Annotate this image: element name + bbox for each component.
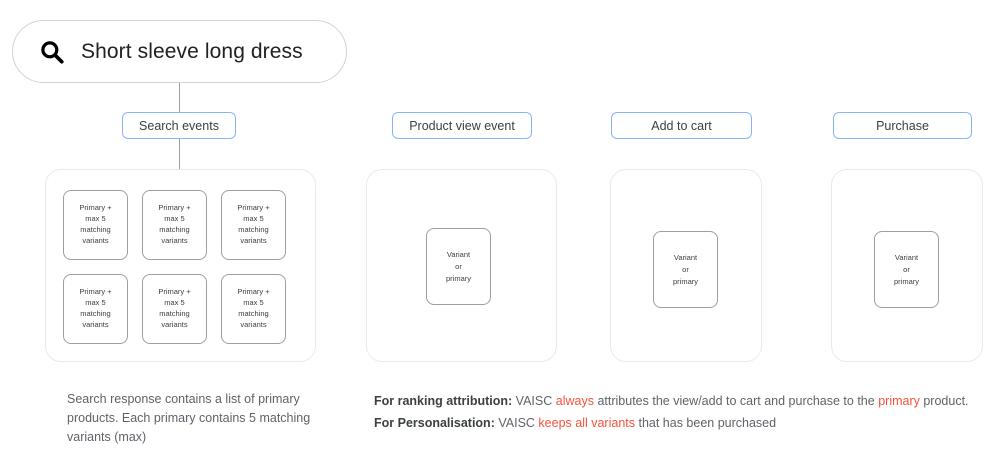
primary-variant-card-line2: max 5	[243, 214, 264, 224]
primary-variant-card-line3: matching	[80, 309, 111, 318]
primary-variant-card[interactable]: Primary + max 5 matching variants	[142, 190, 207, 260]
primary-variant-card-line1: Primary +	[79, 203, 112, 213]
pill-add-to-cart[interactable]: Add to cart	[611, 112, 752, 139]
pill-product-view-event-label: Product view event	[409, 118, 515, 133]
note-ranking-highlight1: always	[555, 394, 594, 408]
note-personalisation-highlight1: keeps all variants	[538, 415, 635, 430]
variant-or-primary-card[interactable]: Variant or primary	[874, 231, 939, 308]
primary-variant-card-line1: Primary +	[237, 287, 270, 297]
primary-variant-card-line2: max 5	[243, 298, 264, 308]
primary-variant-card-line3: matching	[159, 309, 190, 318]
primary-variant-card-line2: max 5	[164, 298, 185, 308]
primary-variant-card-line3: matching	[159, 225, 190, 234]
primary-variant-card-line3: matching	[238, 225, 269, 234]
variant-or-primary-line1: Variant	[673, 252, 698, 262]
panel-search-events: Primary + max 5 matching variants Primar…	[45, 169, 316, 362]
primary-variant-card-line2: max 5	[85, 214, 106, 224]
primary-variant-card-line1: Primary +	[158, 287, 191, 297]
pill-purchase-label: Purchase	[876, 118, 929, 133]
note-personalisation-part1: VAISC	[498, 415, 535, 430]
panel-product-view-event	[366, 169, 557, 362]
pill-purchase[interactable]: Purchase	[833, 112, 972, 139]
connector-line-search-to-pill	[179, 83, 180, 112]
search-query-text: Short sleeve long dress	[81, 39, 303, 63]
primary-variant-card-line4: variants	[82, 319, 109, 329]
primary-variant-card-line4: variants	[240, 235, 267, 245]
note-ranking-part1: VAISC	[515, 394, 553, 408]
primary-variant-card[interactable]: Primary + max 5 matching variants	[142, 274, 207, 344]
search-icon	[41, 40, 64, 64]
primary-variant-card[interactable]: Primary + max 5 matching variants	[63, 274, 128, 344]
primary-variant-card-line4: variants	[240, 319, 267, 329]
primary-variant-card-line2: max 5	[164, 214, 185, 224]
note-ranking-label: For ranking attribution:	[374, 394, 513, 408]
search-bar[interactable]: Short sleeve long dress	[12, 20, 347, 83]
pill-add-to-cart-label: Add to cart	[651, 118, 712, 133]
pill-product-view-event[interactable]: Product view event	[392, 112, 532, 139]
primary-variant-card[interactable]: Primary + max 5 matching variants	[63, 190, 128, 260]
primary-variant-card-line2: max 5	[85, 298, 106, 308]
connector-line-pill-to-panel	[179, 139, 180, 169]
variant-or-primary-line1: Variant	[894, 252, 919, 262]
note-ranking-highlight2: primary	[878, 394, 920, 408]
note-ranking-attribution: For ranking attribution: VAISC always at…	[374, 391, 989, 413]
primary-variant-grid: Primary + max 5 matching variants Primar…	[63, 190, 286, 344]
primary-variant-card-line1: Primary +	[237, 203, 270, 213]
primary-variant-card-line1: Primary +	[79, 287, 112, 297]
note-personalisation-part2: that has been purchased	[638, 415, 777, 430]
variant-or-primary-card[interactable]: Variant or primary	[653, 231, 718, 308]
primary-variant-card-line3: matching	[238, 309, 269, 318]
primary-variant-card-line1: Primary +	[158, 203, 191, 213]
variant-or-primary-line3: primary	[445, 273, 471, 283]
variant-or-primary-line1: Variant	[446, 249, 471, 259]
note-personalisation-label: For Personalisation:	[374, 415, 495, 430]
variant-or-primary-line2: or	[455, 261, 462, 271]
primary-variant-card[interactable]: Primary + max 5 matching variants	[221, 274, 286, 344]
attribution-notes: For ranking attribution: VAISC always at…	[374, 391, 989, 435]
primary-variant-card-line4: variants	[82, 235, 109, 245]
variant-or-primary-line3: primary	[672, 276, 698, 286]
primary-variant-card-line3: matching	[80, 225, 111, 234]
search-response-caption: Search response contains a list of prima…	[67, 392, 311, 444]
primary-variant-card[interactable]: Primary + max 5 matching variants	[221, 190, 286, 260]
variant-or-primary-line2: or	[903, 264, 910, 274]
variant-or-primary-line3: primary	[893, 276, 919, 286]
note-ranking-part2: attributes the view/add to cart and purc…	[597, 394, 875, 408]
primary-variant-card-line4: variants	[161, 235, 188, 245]
primary-variant-card-line4: variants	[161, 319, 188, 329]
note-ranking-part3: product.	[923, 394, 969, 408]
variant-or-primary-line2: or	[682, 264, 689, 274]
pill-search-events[interactable]: Search events	[122, 112, 236, 139]
pill-search-events-label: Search events	[139, 118, 219, 133]
variant-or-primary-card[interactable]: Variant or primary	[426, 228, 491, 305]
note-personalisation: For Personalisation: VAISC keeps all var…	[374, 413, 989, 435]
